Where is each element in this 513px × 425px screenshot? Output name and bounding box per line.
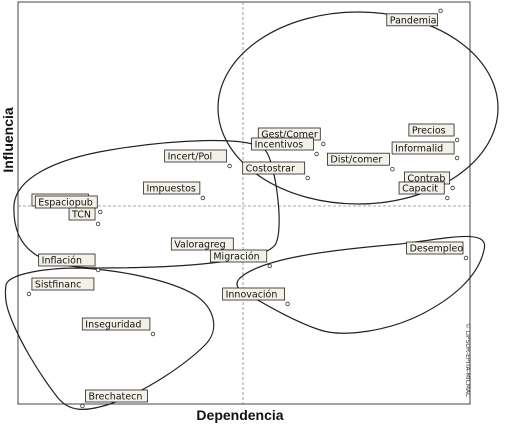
point-label: Brechatecn	[88, 392, 142, 403]
x-axis-label: Dependencia	[196, 407, 283, 423]
point-label-box	[242, 161, 306, 175]
data-point: Espaciopub	[34, 195, 103, 215]
cluster-outline-middle-left	[13, 139, 280, 269]
point-marker	[314, 151, 319, 157]
point-label-box	[34, 195, 98, 209]
point-label: Inseguridad	[85, 320, 141, 331]
point-label: Sistfinanc	[35, 280, 81, 291]
point-label: Dist/comer	[330, 155, 382, 166]
point-marker	[98, 209, 103, 215]
point-label: Capacit	[402, 184, 438, 195]
point-label: Pandemia	[390, 15, 437, 26]
point-label-box	[398, 181, 445, 195]
data-point: Capacit	[398, 181, 450, 201]
point-label: Valoragreg	[174, 240, 225, 251]
point-label-box	[164, 149, 228, 163]
data-point: TCN	[68, 207, 101, 227]
point-marker	[454, 137, 460, 143]
data-point: Inseguridad	[81, 317, 156, 337]
data-point: Impuestos	[143, 181, 206, 201]
point-marker	[285, 301, 290, 307]
point-label: Espaciopub	[38, 198, 93, 209]
data-point: Precios	[408, 123, 460, 143]
point-label: Migración	[213, 252, 259, 263]
point-marker	[227, 163, 232, 169]
point-label: Precios	[412, 126, 446, 137]
point-label-box	[406, 241, 464, 255]
software-credit: © LIPSOR-EPITA-MICMAC	[464, 323, 471, 397]
point-marker	[305, 175, 310, 181]
point-label-box	[143, 181, 201, 195]
cluster-outline-upper-right	[217, 11, 499, 205]
y-axis-label: Influencia	[0, 107, 16, 173]
point-label-box	[170, 237, 234, 251]
cluster-outline-lower-left	[4, 267, 215, 410]
data-point: Costostrar	[242, 161, 310, 181]
point-label-box	[31, 277, 95, 291]
point-marker	[445, 195, 450, 201]
point-label-box	[391, 141, 455, 155]
point-label-box	[327, 152, 390, 166]
point-marker	[390, 166, 395, 172]
point-label-box	[68, 207, 96, 221]
point-label-box	[38, 253, 96, 267]
point-label-box	[209, 249, 268, 263]
point-label-box	[81, 317, 151, 331]
point-marker	[438, 8, 443, 13]
point-label-box	[85, 389, 148, 403]
data-point: Incentivos	[251, 137, 319, 157]
point-label-box	[251, 137, 314, 151]
data-point: Desempleo	[406, 241, 469, 261]
point-label-box	[386, 13, 438, 27]
data-point: Dist/comer	[327, 152, 395, 172]
point-label-box	[222, 287, 286, 301]
data-point: Informalid	[391, 141, 460, 161]
point-marker	[80, 403, 85, 409]
point-marker	[26, 291, 32, 297]
point-marker	[150, 331, 156, 337]
data-point: Sistfinanc	[26, 277, 95, 297]
point-marker	[95, 267, 101, 273]
point-label: Incert/Pol	[168, 152, 213, 163]
point-label: TCN	[71, 210, 91, 221]
point-marker	[321, 141, 326, 147]
data-point: Pandemia	[386, 8, 443, 27]
point-marker	[450, 185, 455, 191]
data-point: Incert/Pol	[164, 149, 232, 169]
point-marker	[95, 221, 101, 227]
plot-frame	[17, 1, 471, 405]
point-marker	[463, 255, 469, 261]
data-point: Innovación	[222, 287, 290, 307]
point-label: Inflación	[42, 256, 82, 267]
point-label: Contrab	[407, 174, 445, 185]
data-point: Inflación	[38, 253, 101, 273]
point-label: Gest/Comer	[261, 130, 318, 141]
point-marker	[454, 155, 460, 161]
point-label: Desempleo	[410, 244, 464, 255]
data-point: Brechatecn	[80, 389, 148, 409]
point-label: Incentivos	[255, 140, 304, 151]
point-label: Costostrar	[246, 164, 295, 175]
point-marker	[267, 263, 272, 269]
data-point: Migración	[209, 249, 272, 269]
point-label-box	[408, 123, 455, 137]
point-label: Innovación	[226, 290, 278, 301]
point-label: Informalid	[395, 144, 443, 155]
point-marker	[200, 195, 206, 201]
point-label: Impuestos	[146, 184, 195, 195]
